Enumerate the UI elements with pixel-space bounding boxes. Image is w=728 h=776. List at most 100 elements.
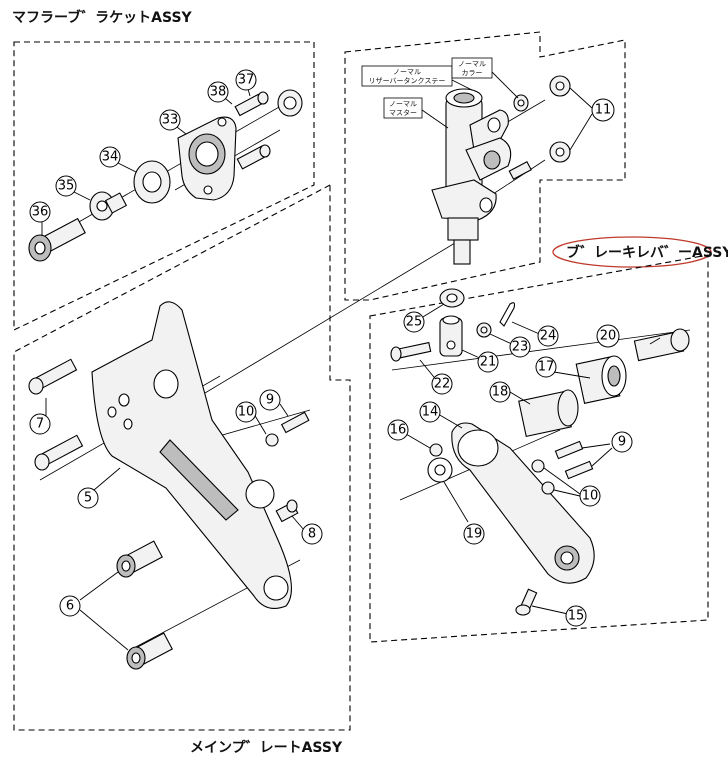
part-14-brake-lever — [451, 422, 595, 584]
part-21-clevis — [439, 315, 463, 357]
callout-23-label: 23 — [512, 340, 529, 355]
master-cylinder-boundary — [344, 31, 626, 301]
master-axis-line — [179, 239, 461, 409]
callout-7-label: 7 — [36, 417, 44, 432]
main-plate-boundary — [13, 184, 351, 731]
callout-38-label: 38 — [210, 85, 227, 100]
callout-11-label: 11 — [595, 103, 612, 118]
part-25-nut — [439, 288, 465, 308]
part-17-bushing — [575, 355, 627, 404]
note-master: ノーマル マスター — [383, 97, 449, 129]
part-10-nut-lever-2 — [541, 481, 555, 495]
callout-35 — [55, 175, 77, 197]
part-10-nut-plate — [265, 433, 279, 447]
note-collar-line1: ノーマル — [458, 60, 486, 68]
callout-33-label: 33 — [162, 113, 179, 128]
callout-9-plate-label: 9 — [266, 393, 274, 408]
part-6-collar-lower — [126, 632, 173, 670]
callout-36-label: 36 — [32, 205, 49, 220]
callout-11 — [591, 98, 615, 122]
callout-25 — [403, 311, 425, 333]
part-9-bolt-lever-2 — [564, 460, 594, 480]
callout-6 — [59, 595, 81, 617]
callout-10-lever-label: 10 — [582, 489, 599, 504]
callout-19 — [463, 523, 485, 545]
part-7-bolt-upper — [28, 358, 78, 395]
note-master-line2: マスター — [389, 108, 417, 117]
part-11-nut-upper — [549, 75, 571, 97]
callout-34-label: 34 — [102, 150, 119, 165]
part-35-washer — [89, 191, 128, 221]
part-34-spacer — [133, 160, 171, 204]
callout-33 — [159, 109, 181, 131]
callout-24-label: 24 — [540, 329, 557, 344]
callout-9-lever-label: 9 — [618, 435, 626, 450]
part-15-pin — [515, 588, 538, 616]
callout-8 — [301, 523, 323, 545]
callout-22 — [431, 373, 453, 395]
part-8-bolt — [275, 499, 299, 523]
callout-5-label: 5 — [84, 491, 92, 506]
part-9-bolt-lever-1 — [554, 440, 584, 460]
part-7-bolt-lower — [34, 434, 84, 471]
callout-9-lever — [611, 431, 633, 453]
part-9-bolt-plate — [280, 411, 310, 434]
callout-18 — [489, 381, 511, 403]
note-collar-line2: カラー — [462, 69, 483, 77]
callout-16-label: 16 — [390, 423, 407, 438]
part-37-flange-nut — [277, 89, 303, 117]
callout-19-label: 19 — [466, 527, 483, 542]
muffler-bracket-assy-title: マフラーブ゛ラケットASSY — [12, 9, 193, 26]
callout-37 — [235, 69, 257, 91]
callout-6-label: 6 — [66, 599, 74, 614]
callout-17 — [535, 356, 557, 378]
part-23-washer — [476, 322, 492, 338]
callout-7 — [29, 413, 51, 435]
callout-21 — [477, 351, 499, 373]
callout-23 — [509, 336, 531, 358]
callout-17-label: 17 — [538, 360, 555, 375]
part-22-pin — [390, 341, 432, 362]
callout-20-label: 20 — [600, 329, 617, 344]
muffler-bracket-boundary — [13, 41, 315, 331]
note-reservoir-stay-line1: ノーマル — [393, 68, 421, 76]
note-master-line1: ノーマル — [389, 100, 417, 108]
normal-collar — [513, 94, 529, 112]
part-6-collar-upper — [116, 540, 163, 578]
nut-axis-line-2 — [489, 159, 546, 197]
part-24-cotter-pin — [499, 302, 516, 327]
part-20-pivot-bolt — [633, 328, 690, 362]
callout-21-label: 21 — [480, 355, 497, 370]
brake-lever-assy-title: ブ゛レーキレバ゛ーASSY — [566, 244, 728, 261]
callout-16 — [387, 419, 409, 441]
part-16-nut — [429, 443, 443, 457]
part-5-main-plate — [91, 301, 292, 609]
callout-35-label: 35 — [58, 179, 75, 194]
callout-8-label: 8 — [308, 527, 316, 542]
callout-38 — [207, 81, 229, 103]
part-10-nut-lever-1 — [531, 459, 545, 473]
note-collar: ノーマル カラー — [451, 57, 519, 99]
callout-24 — [537, 325, 559, 347]
callout-14 — [419, 401, 441, 423]
lever-axis-line — [391, 329, 691, 371]
part-38-bolt — [234, 91, 269, 117]
brake-lever-boundary — [369, 254, 709, 643]
callout-37-label: 37 — [238, 73, 255, 88]
callout-22-label: 22 — [434, 377, 451, 392]
callout-10-lever — [579, 485, 601, 507]
callout-34 — [99, 146, 121, 168]
part-33-small-bolt — [236, 144, 271, 170]
callout-15-label: 15 — [568, 609, 585, 624]
part-19-washer — [427, 457, 453, 483]
normal-master-cylinder — [431, 88, 532, 265]
part-11-nut-lower — [549, 141, 571, 163]
note-reservoir-stay-line2: リザーバータンクステー — [369, 76, 446, 85]
callout-5 — [77, 487, 99, 509]
main-plate-assy-title: メインプ゛レートASSY — [190, 739, 343, 756]
brake-lever-assy-highlight — [552, 236, 712, 268]
callout-36 — [29, 201, 51, 223]
callout-14-label: 14 — [422, 405, 439, 420]
part-33-bracket — [177, 116, 237, 201]
